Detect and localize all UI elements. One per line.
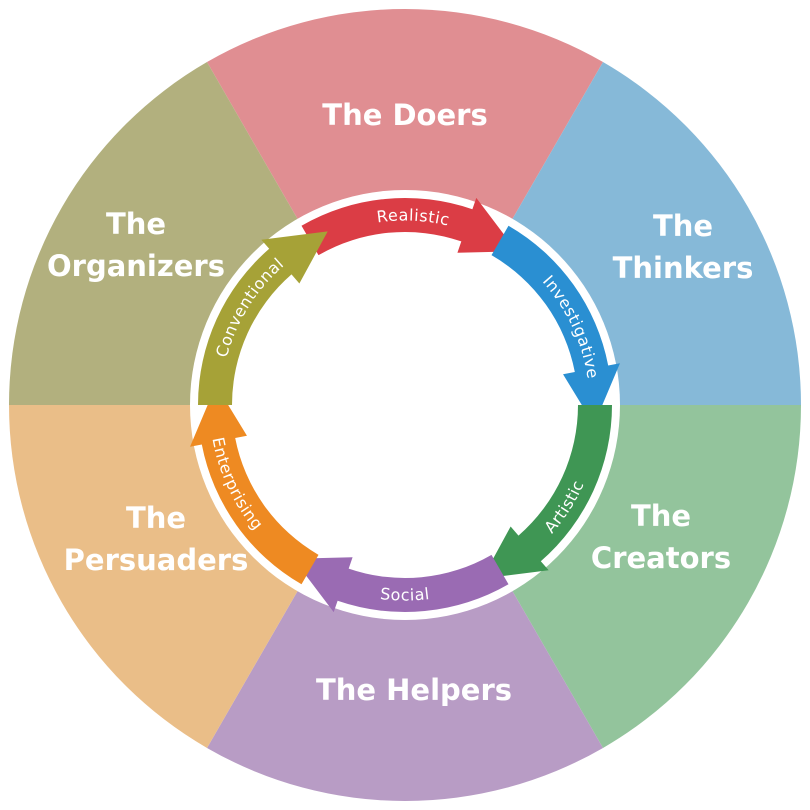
- arrow-social: [293, 554, 509, 613]
- inner-white-circle: [190, 190, 620, 620]
- arrow-conventional: [198, 231, 328, 405]
- arrow-investigative: [491, 225, 620, 425]
- arrow-enterprising: [190, 385, 319, 585]
- segment-label-doers: The Doers: [322, 98, 487, 132]
- arrow-label-social: Social: [379, 584, 430, 605]
- arrow-realistic: [301, 197, 517, 256]
- segment-label-helpers: The Helpers: [316, 673, 512, 707]
- arrow-artistic: [482, 405, 612, 579]
